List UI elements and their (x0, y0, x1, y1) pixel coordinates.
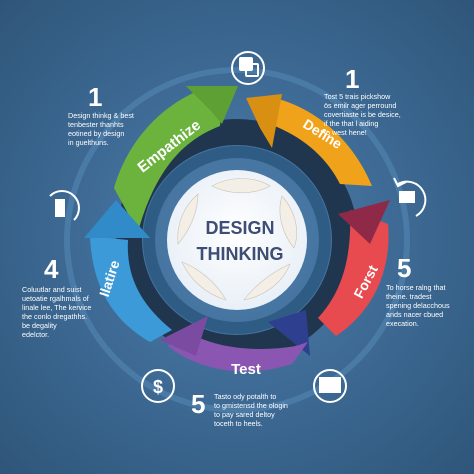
center-title-line1: DESIGN (205, 218, 274, 238)
svg-text:$: $ (153, 377, 163, 397)
ideate-segment (90, 236, 172, 342)
aperture-blades (177, 178, 297, 301)
define-segment (264, 96, 372, 186)
empathize-arrowhead (186, 86, 238, 124)
test-segment (168, 330, 308, 372)
hand-gesture-icon (49, 190, 80, 221)
define-arrowhead (246, 94, 282, 148)
annotation-text-bottom: Tasto ody potalth to to gmistensd the ol… (214, 392, 288, 428)
maroon-arrowhead (338, 200, 390, 244)
test-arrowhead (160, 316, 208, 356)
presentation-board-icon (313, 369, 347, 403)
refresh-cycle-icon (393, 177, 427, 217)
ideate-arrowhead (84, 200, 150, 238)
annotation-text-top-right: Tost 5 trais pickshow ös emilr ager perr… (324, 92, 401, 137)
annotation-number-mid-left: 4 (44, 254, 59, 284)
annotation-number-mid-right: 5 (397, 253, 412, 283)
outer-ring (64, 67, 410, 413)
navy-arrowhead (268, 310, 310, 356)
annotation-text-mid-left: Coluutlar and suist uetoatie rgalhmals o… (22, 285, 92, 339)
mid-ring (143, 146, 331, 334)
empathize-segment (114, 88, 222, 232)
annotation-text-top-left: Design thinkg & best tenbester thanhts e… (68, 111, 134, 147)
chat-bubbles-icon (231, 51, 265, 85)
annotation-text-mid-right: To horse ralng that theine. tradest spen… (386, 283, 450, 328)
stage-label-test: Test (231, 361, 261, 378)
annotation-number-bottom: 5 (191, 389, 206, 419)
center-title-line2: THINKING (197, 244, 284, 264)
dollar-cycle-icon: $ (141, 369, 175, 403)
annotation-number-top-left: 1 (88, 82, 103, 112)
annotation-number-top-right: 1 (345, 64, 360, 94)
